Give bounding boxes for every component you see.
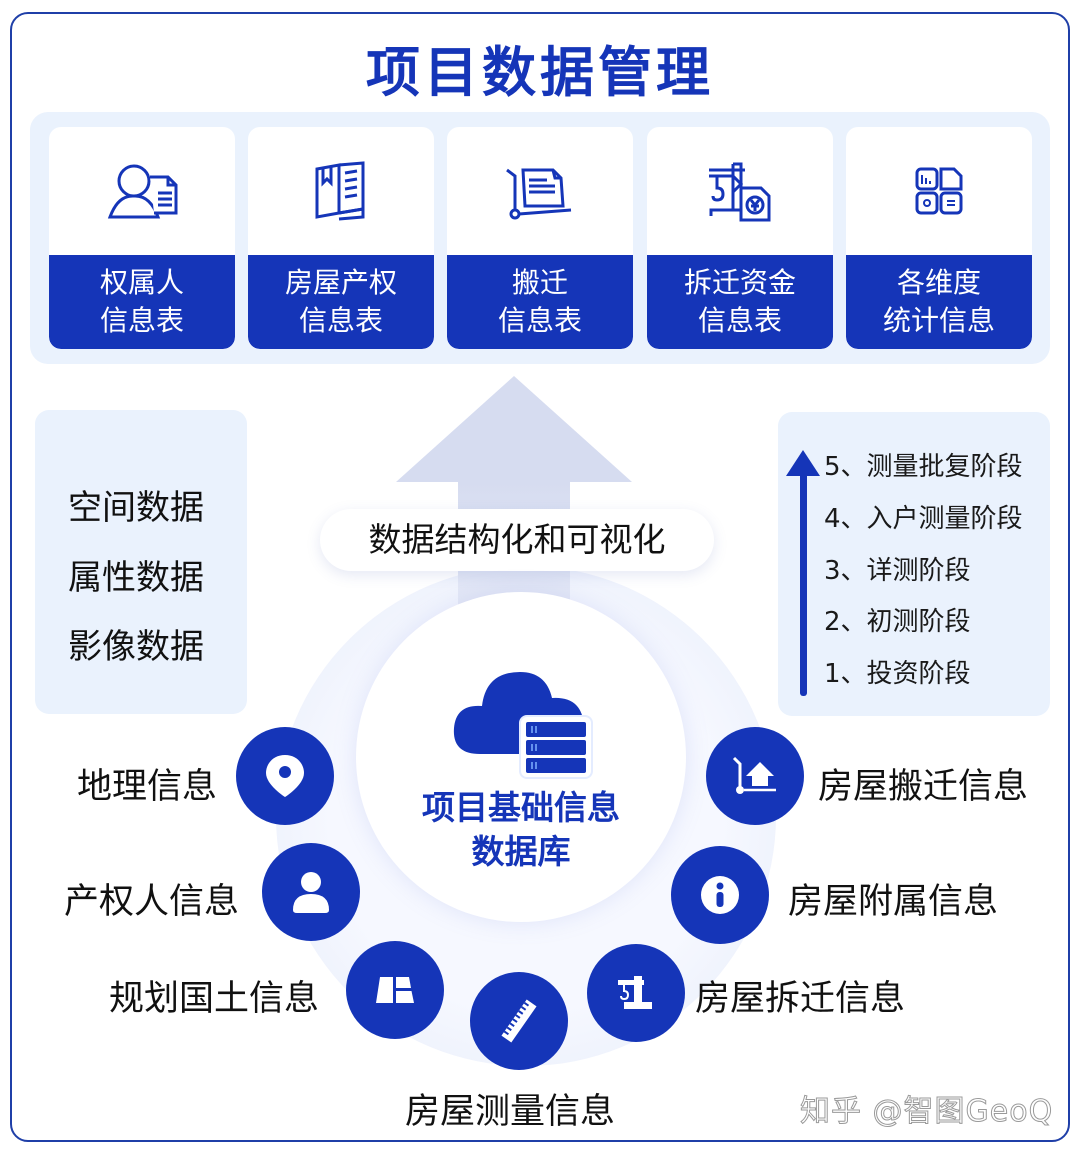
land-parcel-icon [346,941,444,1039]
card-label: 拆迁资金 信息表 [647,255,833,349]
stage-item: 3、详测阶段 [824,556,971,586]
card-label: 搬迁 信息表 [447,255,633,349]
person-document-icon [49,127,235,255]
card-label: 权属人 信息表 [49,255,235,349]
dashboard-grid-icon [846,127,1032,255]
page-title: 项目数据管理 [366,41,714,104]
node-label-survey: 房屋测量信息 [405,1092,616,1132]
hand-truck-house-icon [706,727,804,825]
hand-truck-document-icon [447,127,633,255]
card-label: 房屋产权 信息表 [248,255,434,349]
ruler-icon [470,972,568,1070]
node-label-demolition: 房屋拆迁信息 [695,979,906,1019]
watermark: 知乎 @智图GeoQ [799,1094,1054,1130]
data-type-item: 影像数据 [68,627,204,667]
location-pin-icon [236,727,334,825]
stage-item: 1、投资阶段 [824,659,971,689]
stage-item: 5、测量批复阶段 [824,452,1023,482]
card-demolition-fund-table: 拆迁资金 信息表 [647,127,833,349]
stage-progress-arrow [800,460,807,696]
open-book-icon [248,127,434,255]
cloud-database-icon [450,668,600,784]
data-types-panel: 空间数据 属性数据 影像数据 [35,410,247,714]
stages-panel: 5、测量批复阶段 4、入户测量阶段 3、详测阶段 2、初测阶段 1、投资阶段 [778,412,1050,716]
card-label: 各维度 统计信息 [846,255,1032,349]
crane-icon [587,944,685,1042]
stage-item: 4、入户测量阶段 [824,504,1023,534]
person-icon [262,843,360,941]
card-owner-table: 权属人 信息表 [49,127,235,349]
node-label-auxiliary: 房屋附属信息 [788,882,999,922]
data-type-item: 属性数据 [68,558,204,598]
node-label-planning: 规划国土信息 [109,979,320,1019]
card-relocation-table: 搬迁 信息表 [447,127,633,349]
data-type-item: 空间数据 [68,488,204,528]
node-label-relocation: 房屋搬迁信息 [818,767,1029,807]
info-icon [671,846,769,944]
center-database-title: 项目基础信息 数据库 [422,788,620,871]
card-property-table: 房屋产权 信息表 [248,127,434,349]
process-label: 数据结构化和可视化 [320,509,714,571]
flow-arrow-up-icon [396,376,632,482]
node-label-geo: 地理信息 [77,767,218,807]
crane-yuan-document-icon [647,127,833,255]
stage-item: 2、初测阶段 [824,607,971,637]
card-statistics: 各维度 统计信息 [846,127,1032,349]
arrow-up-icon [786,450,820,476]
node-label-owner: 产权人信息 [64,882,240,922]
